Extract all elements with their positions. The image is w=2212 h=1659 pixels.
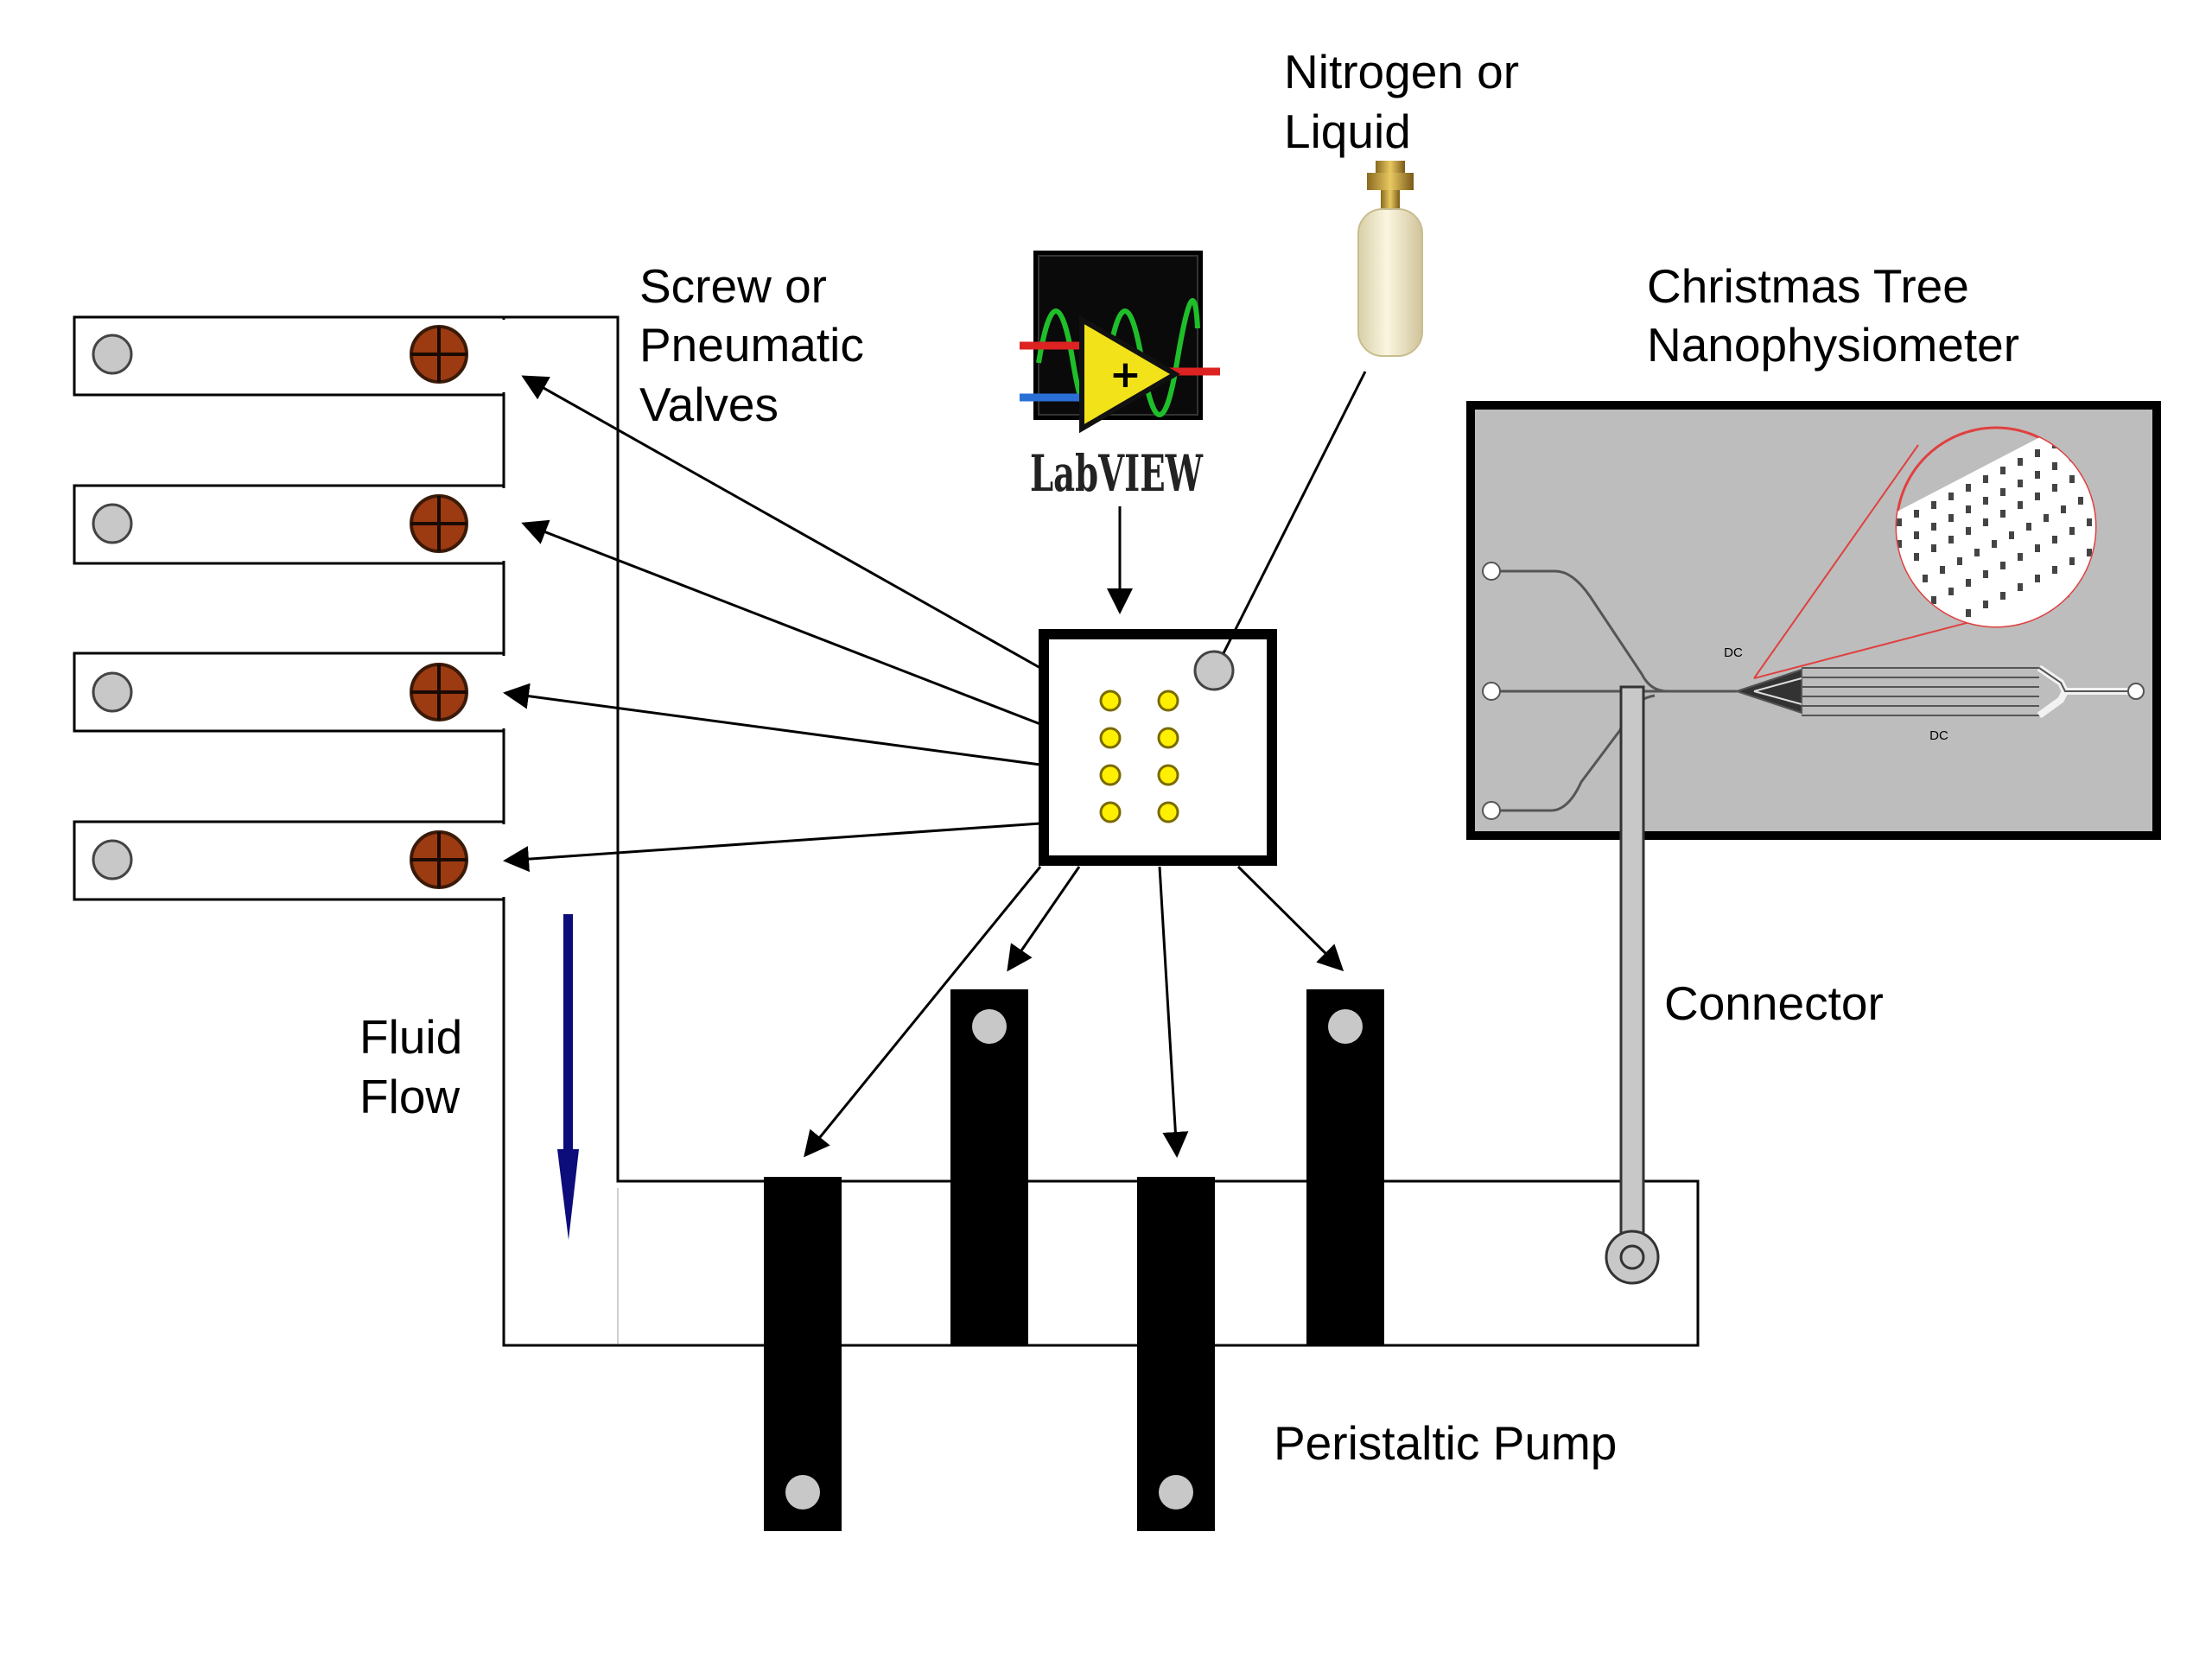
screw-valve-icon[interactable] (410, 663, 468, 721)
labview-logo-icon: + LabVIEW (1020, 251, 1220, 503)
svg-text:+: + (1109, 353, 1141, 397)
screw-valve-icon[interactable] (410, 830, 468, 889)
nanophysiometer-chip[interactable]: DC DC (1466, 401, 2161, 840)
gas-supply-line (1222, 371, 1367, 654)
connector-label: Connector (1664, 976, 1884, 1030)
valve-port (92, 671, 133, 713)
chip-mark: DC (1724, 645, 1743, 660)
gas-source-label: Nitrogen or Liquid (1284, 45, 1532, 158)
labview-logo-text: LabVIEW (1030, 444, 1204, 503)
valve-port (92, 839, 133, 880)
fluid-flow-arrow (557, 914, 579, 1240)
control-arrows-to-pump (804, 865, 1344, 1158)
valve-port (92, 334, 133, 375)
valve-row[interactable] (73, 484, 506, 565)
fluid-flow-label: Fluid Flow (359, 1010, 476, 1123)
chip-mark: DC (1929, 728, 1948, 743)
gas-cylinder-icon (1357, 161, 1423, 357)
pump-roller[interactable] (764, 1177, 842, 1531)
valves-label: Screw or Pneumatic Valves (639, 259, 877, 431)
screw-valve-icon[interactable] (410, 494, 468, 553)
screw-valve-icon[interactable] (410, 325, 468, 384)
manifold-outline (502, 315, 1700, 1347)
gas-inlet-port[interactable] (1193, 650, 1235, 691)
led-indicator-icon (1099, 690, 1179, 823)
pump-label: Peristaltic Pump (1274, 1416, 1617, 1470)
connector-tube (1605, 685, 1660, 1285)
pump-roller[interactable] (1137, 1177, 1215, 1531)
valve-port (92, 503, 133, 544)
controller-box[interactable] (1039, 629, 1277, 866)
magnifier-inset (1753, 426, 2097, 679)
valve-row[interactable] (73, 652, 506, 733)
pump-roller[interactable] (950, 989, 1028, 1345)
valve-row[interactable] (73, 820, 506, 901)
control-arrows-to-valves (503, 375, 1041, 873)
pump-roller[interactable] (1306, 989, 1384, 1345)
valve-row[interactable] (73, 315, 506, 397)
chip-label: Christmas Tree Nanophysiometer (1647, 259, 2019, 372)
